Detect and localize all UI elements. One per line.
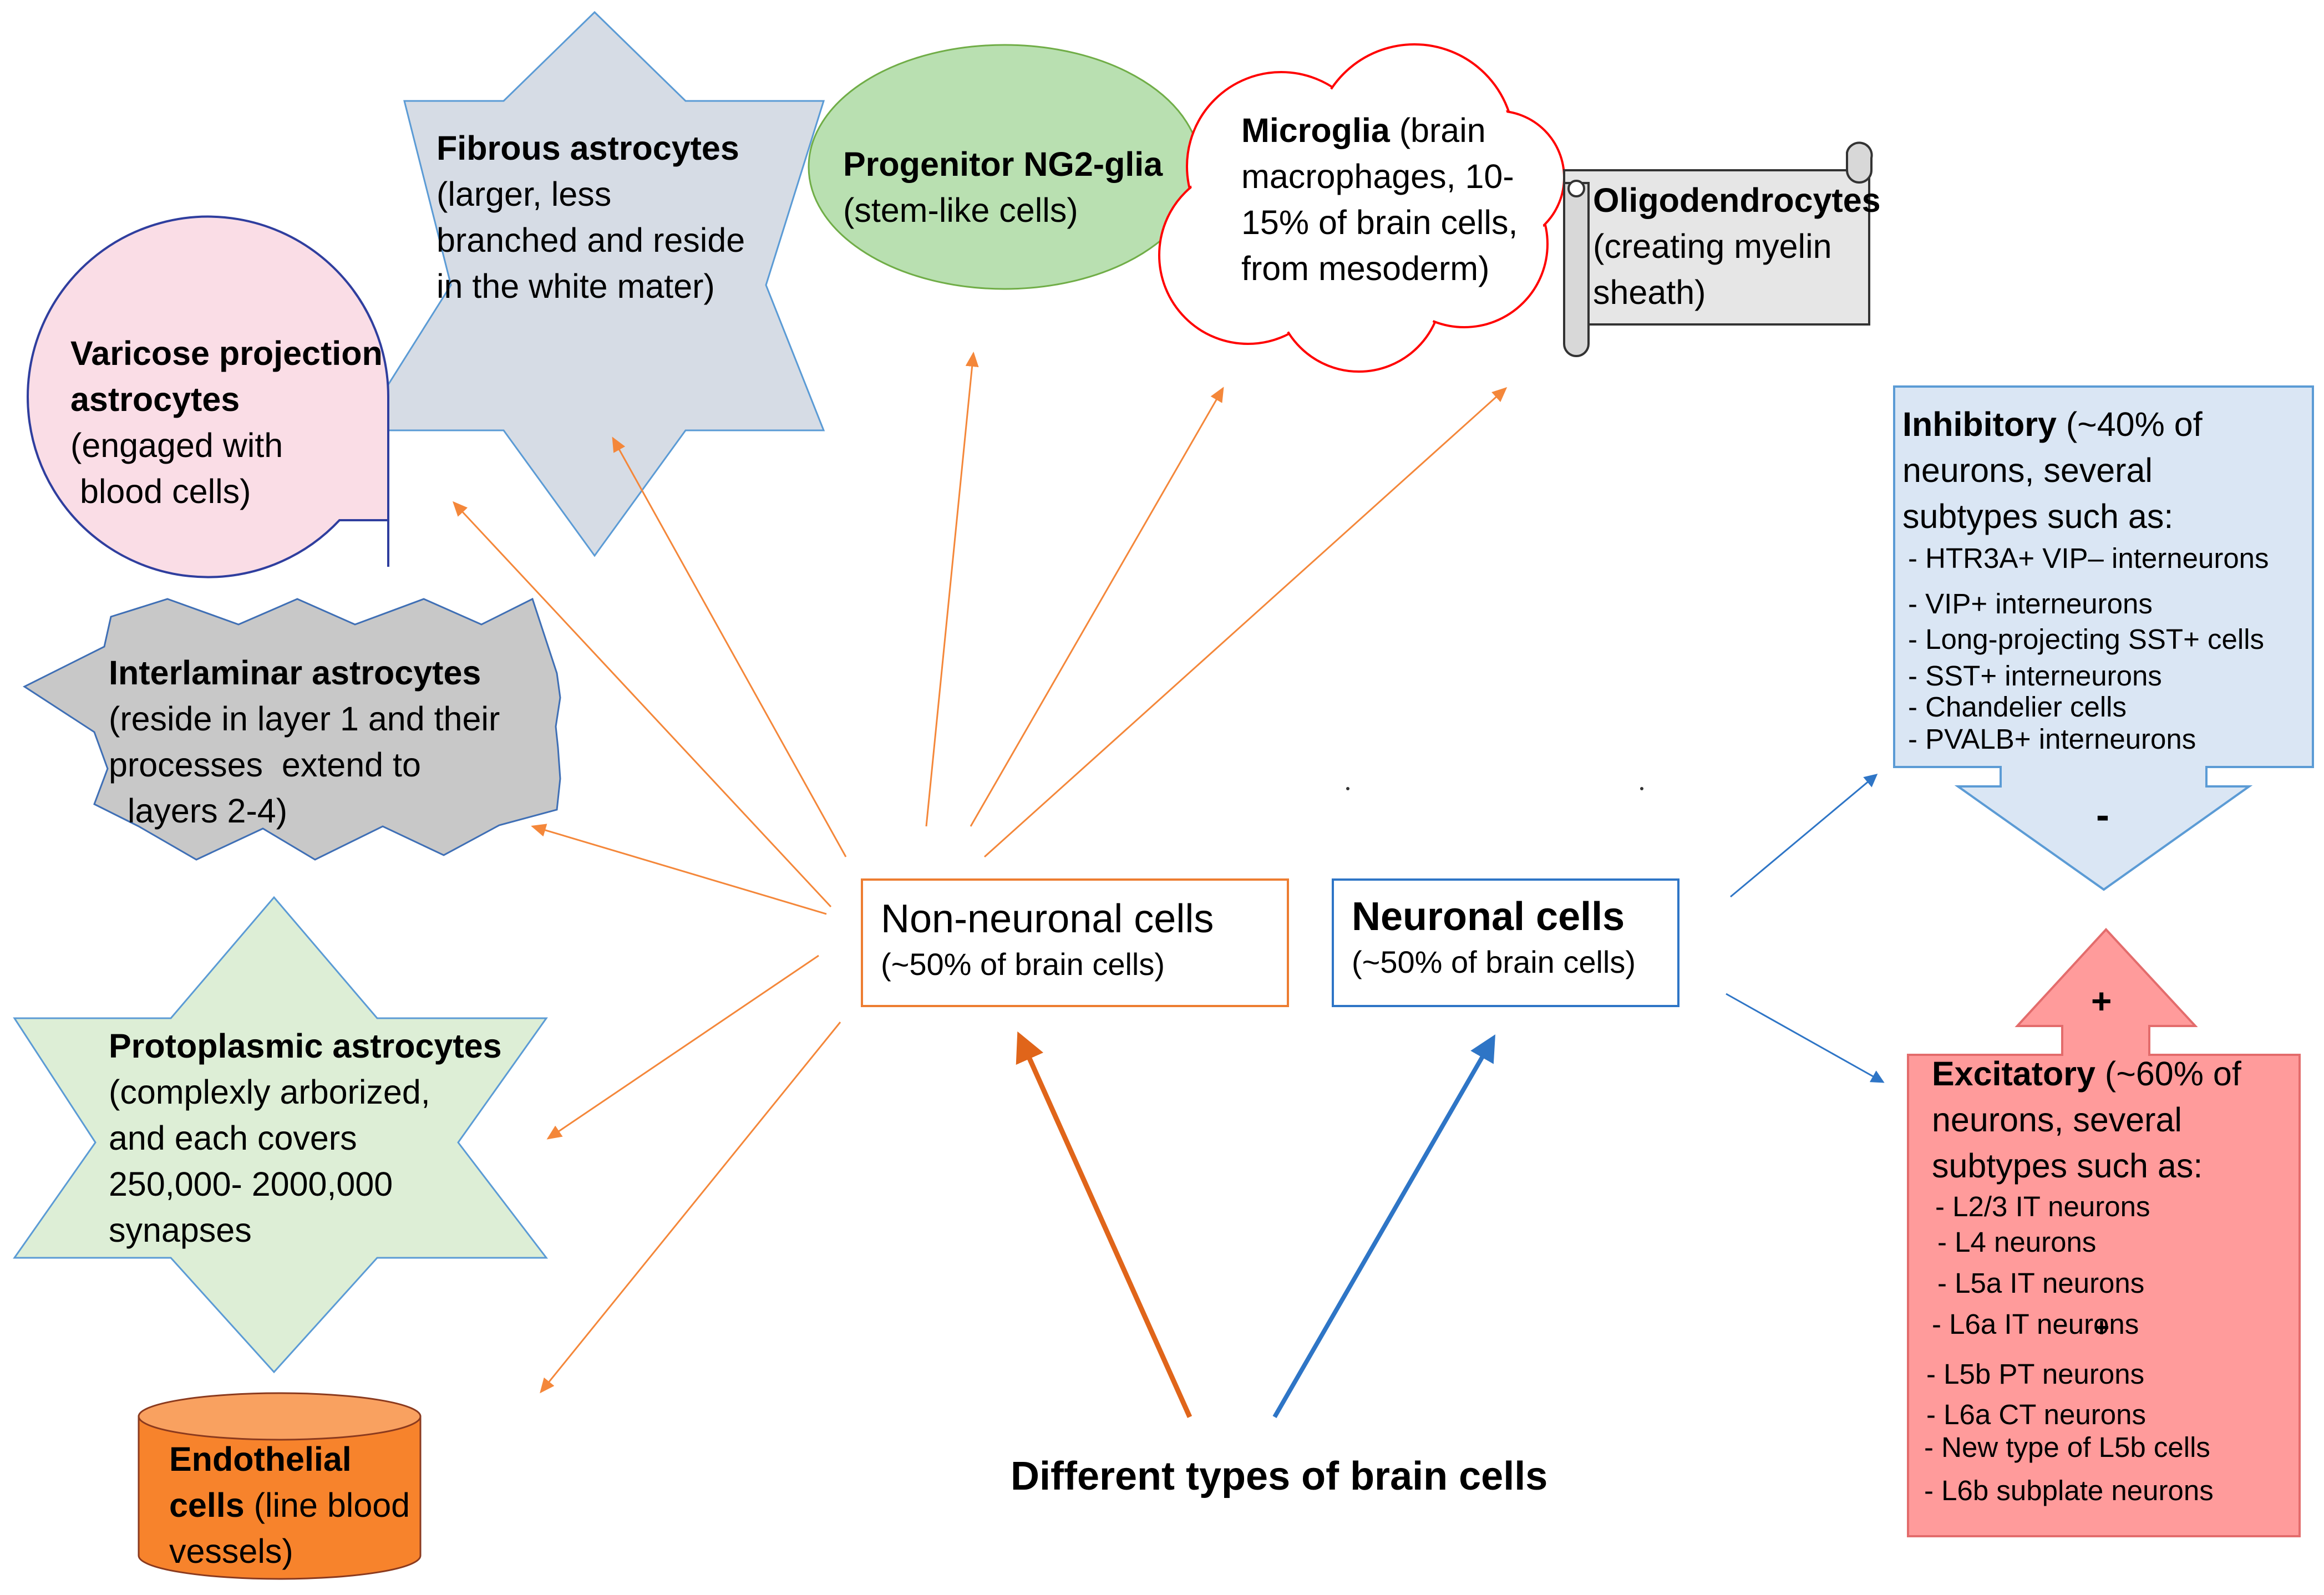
- arrow-to-protoplasmic: [546, 954, 819, 1140]
- inhibitory-item: - PVALB+ interneurons: [1908, 723, 2196, 755]
- microglia-label: Microglia (brain macrophages, 10- 15% of…: [1241, 108, 1518, 292]
- protoplasmic-label: Protoplasmic astrocytes (complexly arbor…: [109, 1023, 502, 1253]
- progenitor-label: Progenitor NG2-glia (stem-like cells): [843, 141, 1163, 233]
- protoplasmic-title: Protoplasmic astrocytes: [109, 1027, 502, 1065]
- excitatory-box-shape: [1907, 928, 2301, 1537]
- stray-dot: [1346, 787, 1349, 790]
- protoplasmic-line-3: 250,000- 2000,000: [109, 1165, 393, 1203]
- endothelial-label: Endothelial cells (line blood vessels): [169, 1436, 410, 1574]
- excitatory-item: - New type of L5b cells: [1924, 1431, 2210, 1463]
- inhibitory-line-1: neurons, several: [1902, 451, 2153, 489]
- inhibitory-item: - SST+ interneurons: [1908, 660, 2162, 692]
- oligodendrocytes-line-2: sheath): [1593, 273, 1706, 311]
- endothelial-title-2: cells: [169, 1486, 245, 1524]
- oligodendrocytes-line-1: (creating myelin: [1593, 227, 1832, 265]
- protoplasmic-line-4: synapses: [109, 1211, 252, 1249]
- oligodendrocytes-title: Oligodendrocytes: [1593, 181, 1881, 219]
- varicose-label: Varicose projection astrocytes (engaged …: [70, 331, 383, 515]
- fibrous-line-1: (larger, less: [437, 175, 612, 213]
- arrow-to-fibrous: [612, 436, 847, 857]
- fibrous-astrocytes-title: Fibrous astrocytes: [437, 129, 739, 167]
- inhibitory-line-2: subtypes such as:: [1902, 497, 2174, 535]
- excitatory-line-1: neurons, several: [1932, 1101, 2182, 1139]
- excitatory-item: - L5b PT neurons: [1926, 1358, 2145, 1390]
- arrow-to-interlaminar: [531, 824, 827, 915]
- endothelial-rest: (line blood: [244, 1486, 410, 1524]
- varicose-title-2: astrocytes: [70, 380, 240, 418]
- endothelial-line-1: vessels): [169, 1532, 293, 1570]
- inhibitory-label: Inhibitory (~40% of neurons, several sub…: [1902, 402, 2269, 756]
- arrow-to-varicose: [452, 501, 832, 908]
- excitatory-sign: +: [2091, 981, 2112, 1021]
- excitatory-item: - L6a CT neurons: [1926, 1399, 2146, 1430]
- arrow-to-excitatory: [1726, 993, 1885, 1083]
- microglia-line-2: 15% of brain cells,: [1241, 204, 1518, 241]
- excitatory-title: Excitatory: [1932, 1055, 2095, 1093]
- inhibitory-title: Inhibitory: [1902, 405, 2057, 443]
- varicose-bubble-shape: [27, 215, 390, 578]
- microglia-title: Microglia: [1241, 111, 1390, 149]
- non-neuronal-label: Non-neuronal cells (~50% of brain cells): [881, 894, 1214, 985]
- inhibitory-box-shape: [1893, 385, 2314, 891]
- protoplasmic-line-1: (complexly arborized,: [109, 1073, 430, 1111]
- non-neuronal-title: Non-neuronal cells: [881, 897, 1214, 941]
- neuronal-title: Neuronal cells: [1352, 895, 1625, 939]
- oligodendrocytes-scroll-shape: [1563, 141, 1873, 357]
- excitatory-item: - L2/3 IT neurons: [1935, 1191, 2150, 1222]
- excitatory-line-2: subtypes such as:: [1932, 1147, 2203, 1185]
- non-neuronal-box: [861, 878, 1289, 1007]
- arrow-to-microglia: [970, 387, 1224, 827]
- inhibitory-item: - VIP+ interneurons: [1908, 588, 2153, 619]
- neuronal-subtitle: (~50% of brain cells): [1352, 944, 1636, 979]
- arrow-title-to-neuronal: [1272, 1034, 1495, 1418]
- arrow-title-to-non-neuronal: [1016, 1031, 1193, 1418]
- excitatory-label: Excitatory (~60% of neurons, several sub…: [1924, 1051, 2241, 1508]
- excitatory-item: - L6b subplate neurons: [1924, 1475, 2214, 1506]
- varicose-line-2: blood cells): [70, 473, 251, 510]
- inhibitory-item: - HTR3A+ VIP– interneurons: [1908, 542, 2269, 574]
- fibrous-astrocytes-shape: [358, 11, 825, 557]
- microglia-first-rest: (brain: [1389, 111, 1486, 149]
- excitatory-item: - L6a IT neurons: [1932, 1308, 2139, 1340]
- interlaminar-label: Interlaminar astrocytes (reside in layer…: [109, 650, 500, 834]
- inhibitory-first-rest: (~40% of: [2056, 405, 2203, 443]
- interlaminar-line-3: layers 2-4): [109, 792, 288, 830]
- neuronal-label: Neuronal cells (~50% of brain cells): [1352, 892, 1636, 983]
- excitatory-first-rest: (~60% of: [2095, 1055, 2241, 1093]
- varicose-line-1: (engaged with: [70, 426, 283, 464]
- arrow-to-oligodendrocytes: [983, 387, 1508, 858]
- neuronal-box: [1332, 878, 1679, 1007]
- arrow-to-inhibitory: [1730, 774, 1878, 898]
- excitatory-item: - L5a IT neurons: [1937, 1267, 2145, 1299]
- interlaminar-line-1: (reside in layer 1 and their: [109, 700, 500, 738]
- fibrous-line-2: branched and reside: [437, 221, 745, 259]
- non-neuronal-subtitle: (~50% of brain cells): [881, 947, 1165, 982]
- arrow-to-endothelial: [540, 1022, 841, 1394]
- arrow-to-progenitor: [925, 352, 979, 827]
- inhibitory-item: - Chandelier cells: [1908, 691, 2127, 723]
- endothelial-cylinder-shape: [138, 1392, 422, 1580]
- varicose-title-1: Varicose projection: [70, 334, 383, 372]
- excitatory-stray-sign: +: [2094, 1313, 2110, 1343]
- interlaminar-title: Interlaminar astrocytes: [109, 654, 481, 692]
- stray-dot: [1640, 787, 1643, 790]
- diagram-title: Different types of brain cells: [1011, 1454, 1548, 1499]
- progenitor-title: Progenitor NG2-glia: [843, 145, 1163, 183]
- microglia-line-1: macrophages, 10-: [1241, 158, 1514, 195]
- oligodendrocytes-label: Oligodendrocytes (creating myelin sheath…: [1593, 177, 1881, 316]
- excitatory-item: - L4 neurons: [1937, 1226, 2097, 1258]
- interlaminar-shape: [22, 597, 561, 861]
- inhibitory-item: - Long-projecting SST+ cells: [1908, 623, 2265, 655]
- interlaminar-line-2: processes extend to: [109, 746, 421, 784]
- endothelial-title-1: Endothelial: [169, 1440, 352, 1478]
- fibrous-line-3: in the white mater): [437, 267, 715, 305]
- inhibitory-sign: -: [2096, 793, 2109, 837]
- progenitor-line-1: (stem-like cells): [843, 191, 1078, 229]
- fibrous-astrocytes-label: Fibrous astrocytes (larger, less branche…: [437, 125, 745, 309]
- microglia-line-3: from mesoderm): [1241, 250, 1490, 287]
- protoplasmic-shape: [13, 896, 549, 1374]
- protoplasmic-line-2: and each covers: [109, 1119, 357, 1157]
